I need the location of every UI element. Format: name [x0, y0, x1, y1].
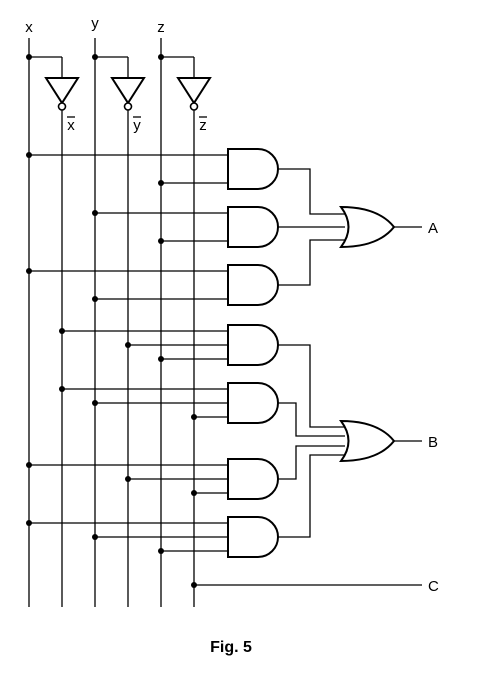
and-gate-3	[227, 264, 279, 306]
not-gate-y	[110, 77, 146, 111]
routing-to-or-a	[278, 168, 345, 286]
inverter-feeds	[29, 56, 195, 78]
and-input-wires	[29, 154, 228, 552]
and-gate-6	[227, 458, 279, 500]
output-c-label: C	[428, 578, 439, 595]
not-gate-x	[44, 77, 80, 111]
y-complement-label: y	[133, 117, 141, 134]
and-gate-2	[227, 206, 279, 248]
and-gate-7	[227, 516, 279, 558]
input-z-label: z	[157, 19, 165, 36]
x-complement-label: x	[67, 117, 75, 134]
not-gate-z	[176, 77, 212, 111]
output-a-label: A	[428, 220, 438, 237]
routing-to-or-b	[278, 344, 345, 538]
input-x-label: x	[25, 19, 33, 36]
or-gate-b	[339, 419, 396, 463]
input-buses	[28, 38, 195, 607]
junction-dots	[26, 54, 197, 588]
figure-caption: Fig. 5	[210, 639, 252, 656]
or-gate-a	[339, 205, 396, 249]
output-b-label: B	[428, 434, 438, 451]
z-complement-label: z	[199, 117, 207, 134]
and-gate-1	[227, 148, 279, 190]
and-gate-5	[227, 382, 279, 424]
and-gate-4	[227, 324, 279, 366]
input-y-label: y	[91, 15, 99, 32]
